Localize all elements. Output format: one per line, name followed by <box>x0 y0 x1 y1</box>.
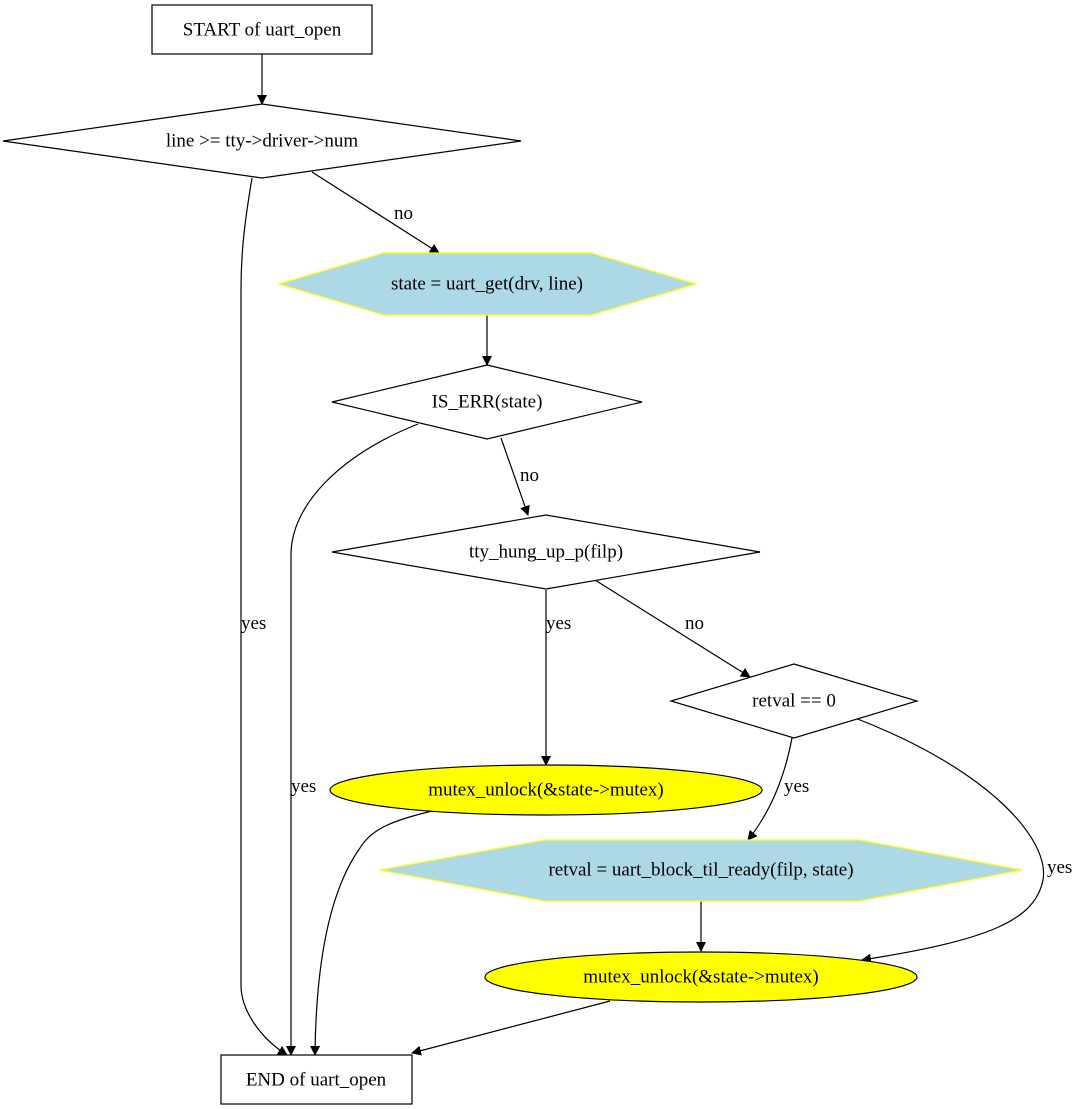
edge-unlock1-to-end <box>310 810 433 1056</box>
node-end: END of uart_open <box>220 1054 413 1105</box>
node-cond-line-label: line >= tty->driver->num <box>166 130 359 151</box>
edge-iserr-no <box>500 437 530 516</box>
node-end-label: END of uart_open <box>246 1069 387 1090</box>
edge-label-iserr-no: no <box>520 465 539 486</box>
edge-label-hung-no: no <box>685 613 704 634</box>
node-unlock1-label: mutex_unlock(&state->mutex) <box>428 779 664 800</box>
edge-label-line-yes: yes <box>241 613 266 634</box>
edge-label-retval-yes: yes <box>784 776 809 797</box>
node-block-ready: retval = uart_block_til_ready(filp, stat… <box>379 839 1023 902</box>
node-retval-zero-label: retval == 0 <box>752 690 836 711</box>
edge-label-line-no: no <box>394 203 413 224</box>
edge-cond-no <box>311 171 440 254</box>
node-retval-zero: retval == 0 <box>668 663 920 739</box>
node-start: START of uart_open <box>151 4 373 55</box>
edge-unlock2-to-end <box>411 1000 611 1056</box>
edge-label-iserr-yes: yes <box>291 776 316 797</box>
edge-iserr-yes <box>286 423 419 1056</box>
edge-retval-other-yes <box>854 717 1045 964</box>
edge-hung-no <box>594 579 751 678</box>
node-is-err: IS_ERR(state) <box>331 364 643 440</box>
node-unlock2: mutex_unlock(&state->mutex) <box>484 951 918 1003</box>
node-unlock2-label: mutex_unlock(&state->mutex) <box>583 966 819 987</box>
edge-label-hung-yes: yes <box>546 613 571 634</box>
edge-cond-yes <box>240 177 288 1056</box>
node-unlock1: mutex_unlock(&state->mutex) <box>329 764 763 816</box>
node-hung-up: tty_hung_up_p(filp) <box>331 514 761 590</box>
node-start-label: START of uart_open <box>183 19 342 40</box>
node-block-ready-label: retval = uart_block_til_ready(filp, stat… <box>548 859 853 880</box>
node-state-get-label: state = uart_get(drv, line) <box>391 273 583 294</box>
node-is-err-label: IS_ERR(state) <box>432 391 543 412</box>
node-cond-line: line >= tty->driver->num <box>2 103 522 179</box>
edge-retval-yes <box>747 737 793 841</box>
node-state-get: state = uart_get(drv, line) <box>276 252 699 316</box>
edges: no yes no yes yes no yes yes <box>240 54 1072 1056</box>
edge-label-retval-other-yes: yes <box>1047 857 1072 878</box>
node-hung-up-label: tty_hung_up_p(filp) <box>469 541 623 562</box>
